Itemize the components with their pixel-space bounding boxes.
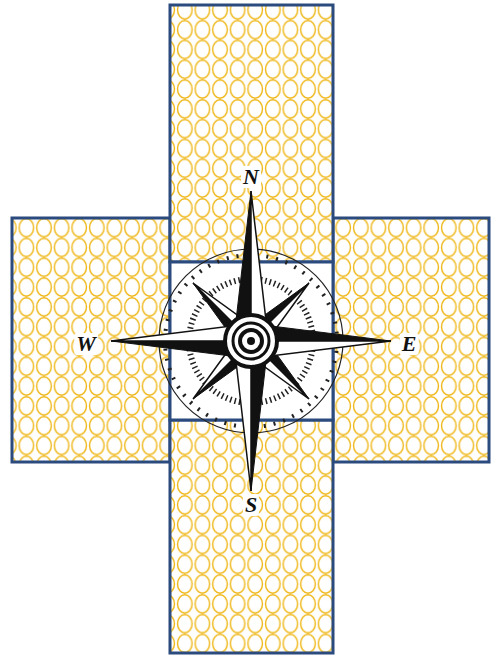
compass-letter: W [74, 333, 98, 355]
compass-letter: N [241, 166, 261, 188]
compass-letter: E [400, 333, 419, 355]
compass-rose [111, 191, 391, 491]
compass-letter: S [243, 494, 259, 516]
